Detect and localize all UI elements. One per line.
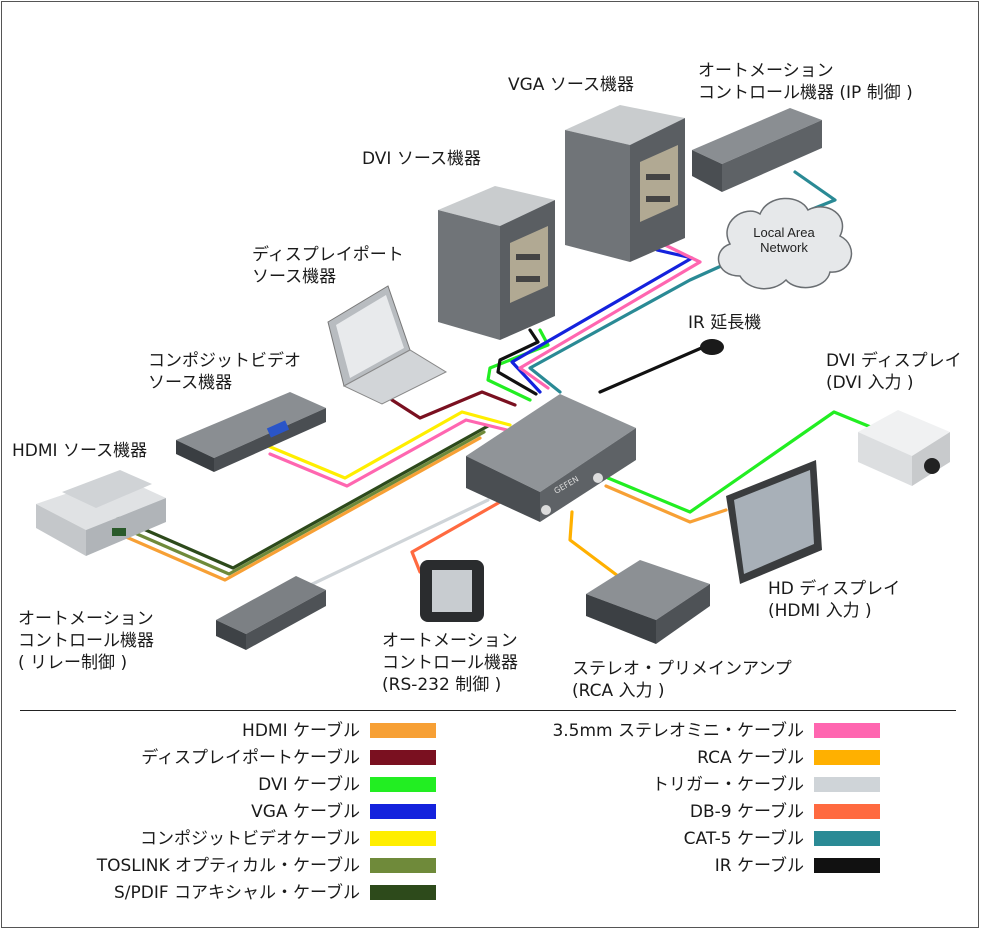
displayport-laptop bbox=[327, 285, 448, 405]
legend-item: IR ケーブル bbox=[714, 856, 804, 876]
legend-swatch-stereo-mini bbox=[814, 723, 880, 738]
cat5-cable-lan bbox=[528, 260, 732, 394]
hdmi-cable-display bbox=[604, 484, 728, 524]
composite-cable bbox=[266, 410, 512, 480]
label-dvi-display: DVI ディスプレイ (DVI 入力 ) bbox=[826, 351, 962, 393]
dvi-source-tower bbox=[438, 186, 555, 340]
label-ir-extender: IR 延長機 bbox=[688, 313, 762, 333]
dvi-cable-display bbox=[606, 410, 880, 514]
label-relay-control: オートメーション コントロール機器 ( リレー制御 ) bbox=[18, 609, 154, 673]
ir-cable bbox=[598, 344, 708, 394]
relay-control-box bbox=[216, 576, 326, 650]
label-composite-source: コンポジットビデオ ソース機器 bbox=[148, 351, 301, 393]
hdmi-cable-source bbox=[108, 436, 482, 582]
trigger-cable bbox=[298, 498, 490, 592]
hd-display bbox=[726, 460, 822, 584]
legend-item: DB-9 ケーブル bbox=[689, 802, 804, 822]
legend-swatch-trigger bbox=[814, 777, 880, 792]
legend-swatch-toslink bbox=[370, 858, 436, 873]
legend-swatch-cat5 bbox=[814, 831, 880, 846]
toslink-cable bbox=[112, 430, 486, 576]
legend-item: CAT-5 ケーブル bbox=[683, 829, 804, 849]
legend-item: ディスプレイポートケーブル bbox=[141, 748, 360, 768]
gefen-switcher: GEFEN bbox=[466, 394, 636, 522]
legend-swatch-composite bbox=[370, 831, 436, 846]
vga-source-tower bbox=[565, 105, 685, 262]
stereo-amplifier bbox=[586, 560, 710, 644]
ip-control-box bbox=[692, 108, 822, 192]
lan-label-line1: Local Area bbox=[753, 225, 815, 240]
rca-cable bbox=[568, 510, 628, 584]
lan-cloud bbox=[717, 197, 853, 290]
dvi-audio-cable bbox=[496, 328, 540, 396]
dvi-cable-source bbox=[486, 328, 550, 402]
connection-diagram: Local Area Network GEFEN bbox=[36, 105, 950, 650]
legend-swatch-displayport bbox=[370, 750, 436, 765]
label-amplifier: ステレオ・プリメインアンプ (RCA 入力 ) bbox=[572, 659, 792, 701]
ir-extender bbox=[700, 339, 724, 355]
label-vga-source: VGA ソース機器 bbox=[508, 75, 634, 95]
vga-cable bbox=[510, 248, 694, 394]
legend-swatch-ir bbox=[814, 858, 880, 873]
legend-swatch-spdif bbox=[370, 885, 436, 900]
lan-label-line2: Network bbox=[760, 240, 808, 255]
legend-item: S/PDIF コアキシャル・ケーブル bbox=[113, 883, 360, 903]
vga-audio-cable bbox=[518, 242, 702, 390]
legend-item: DVI ケーブル bbox=[258, 775, 360, 795]
hdmi-source-box bbox=[36, 470, 166, 556]
dvi-projector bbox=[858, 410, 950, 486]
legend-swatch-vga bbox=[370, 804, 436, 819]
legend-divider bbox=[20, 710, 956, 711]
label-ip-control: オートメーション コントロール機器 (IP 制御 ) bbox=[698, 61, 913, 103]
label-hdmi-source: HDMI ソース機器 bbox=[12, 441, 148, 461]
rs232-touch-panel bbox=[420, 560, 484, 622]
legend-item: TOSLINK オプティカル・ケーブル bbox=[96, 856, 360, 876]
legend-swatch-dvi bbox=[370, 777, 436, 792]
label-displayport-source: ディスプレイポート ソース機器 bbox=[252, 245, 404, 287]
db9-cable bbox=[410, 500, 502, 574]
legend-item: HDMI ケーブル bbox=[242, 721, 360, 741]
legend-item: コンポジットビデオケーブル bbox=[140, 829, 360, 849]
legend-item: トリガー・ケーブル bbox=[652, 775, 804, 795]
displayport-cable bbox=[390, 390, 517, 420]
stereo-mini-cable bbox=[268, 418, 517, 488]
composite-source-box bbox=[176, 392, 326, 472]
cable-group bbox=[108, 170, 880, 592]
legend-swatch-db9 bbox=[814, 804, 880, 819]
label-rs232-control: オートメーション コントロール機器 (RS-232 制御 ) bbox=[382, 631, 518, 695]
spdif-cable bbox=[116, 424, 490, 570]
legend-swatch-rca bbox=[814, 750, 880, 765]
legend-swatch-hdmi bbox=[370, 723, 436, 738]
legend-item: 3.5mm ステレオミニ・ケーブル bbox=[552, 721, 804, 741]
legend-item: VGA ケーブル bbox=[251, 802, 360, 822]
label-hd-display: HD ディスプレイ (HDMI 入力 ) bbox=[768, 579, 901, 621]
legend-item: RCA ケーブル bbox=[697, 748, 804, 768]
label-dvi-source: DVI ソース機器 bbox=[362, 149, 481, 169]
